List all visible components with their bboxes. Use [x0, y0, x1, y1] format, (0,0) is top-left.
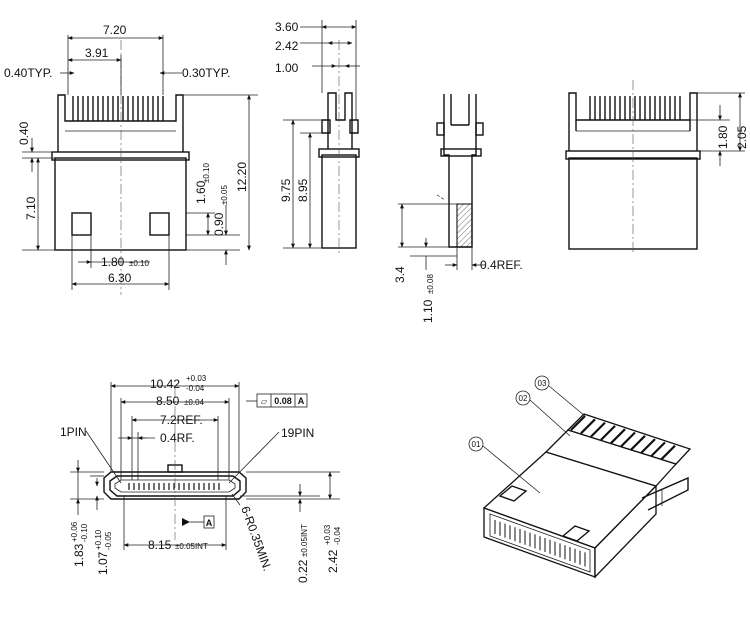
- label-19pin: 19PIN: [281, 426, 314, 440]
- front-tongue: [57, 94, 184, 152]
- dim-detail-h2-tol: ±0.08: [426, 273, 435, 294]
- label-1pin: 1PIN: [60, 425, 87, 439]
- dim-end-h-left2-tol-dn: -0.05: [104, 531, 113, 550]
- callout-1: [468, 436, 484, 452]
- dim-back-h2: 2.05: [735, 125, 749, 149]
- iso-back-pins: [570, 415, 676, 461]
- dim-height-left: 7.10: [24, 196, 38, 220]
- flatness-symbol: ⏥: [261, 397, 268, 406]
- dim-side-d1: 3.60: [275, 20, 299, 34]
- dim-end-h-right2: 2.42: [326, 549, 340, 573]
- dim-height-right-sub-tol: ±0.05: [220, 184, 229, 205]
- dim-detail-ref: 0.4REF.: [480, 258, 523, 272]
- dim-end-h-left2: 1.07: [96, 551, 110, 575]
- dim-end-h-right1: 0.22: [296, 559, 310, 583]
- callout-3: [534, 375, 550, 391]
- back-view: 1.80 2.05: [565, 80, 749, 255]
- dim-pin-pitch-right: 0.30TYP.: [182, 66, 230, 80]
- callout-1-text: 01: [472, 440, 481, 449]
- callout-3-text: 03: [538, 379, 547, 388]
- dim-end-w2: 8.50: [156, 394, 180, 408]
- dim-end-w1-tol-dn: -0.04: [186, 384, 205, 393]
- dim-end-h-left2-tol-up: +0.10: [94, 529, 103, 550]
- side-view: 3.60 2.42 1.00 9.75 8.95: [275, 20, 360, 255]
- end-view: 10.42 +0.03 -0.04 8.50 ±0.04 ⏥ 0.08 A 7.…: [60, 374, 342, 583]
- dim-height-right-sub: 0.90: [212, 212, 226, 236]
- flatness-value: 0.08: [274, 396, 292, 406]
- dim-end-h-right2-tol-dn: -0.04: [333, 526, 342, 545]
- dim-end-w-bottom: 8.15: [148, 538, 172, 552]
- dim-end-h-left1-tol-dn: -0.10: [80, 523, 89, 542]
- dim-pin-pitch-left: 0.40TYP.: [4, 66, 52, 80]
- dim-end-w-bottom-tol: ±0.05INT: [175, 542, 208, 551]
- dim-detail-h2: 1.10: [421, 299, 435, 323]
- iso-right-face: [594, 484, 657, 579]
- dim-end-w2-tol: ±0.04: [184, 398, 205, 407]
- dim-side-h1: 9.75: [279, 178, 293, 202]
- back-pins: [589, 96, 681, 120]
- front-pad-left: [71, 212, 92, 236]
- front-view: 7.20 3.91 0.40TYP. 0.30TYP. 0.40 7.10 1.…: [4, 23, 258, 295]
- dim-width-total: 7.20: [103, 23, 127, 37]
- front-lip: [51, 151, 190, 161]
- radius-note: 6-R0.35MIN.: [238, 504, 274, 573]
- dim-end-w1: 10.42: [150, 377, 180, 391]
- dim-end-w1-tol-up: +0.03: [186, 374, 207, 383]
- dim-height-top: 0.40: [17, 121, 31, 145]
- dim-width-bottom-mid-tol: ±0.10: [129, 259, 150, 268]
- front-body: [54, 157, 187, 251]
- dim-side-d2: 2.42: [275, 39, 299, 53]
- dim-side-d3: 1.00: [275, 61, 299, 75]
- end-pins: [128, 483, 220, 490]
- dim-height-right-main: 1.60: [194, 180, 208, 204]
- dim-back-h1: 1.80: [716, 125, 730, 149]
- dim-end-h-left1: 1.83: [72, 543, 86, 567]
- dim-end-h-right1-tol: ±0.05INT: [300, 524, 309, 557]
- datum-a: A: [206, 518, 213, 528]
- iso-front-pins: [494, 520, 586, 567]
- front-pad-right: [149, 212, 170, 236]
- detail-view: 3.4 1.10 ±0.08 0.4REF.: [393, 94, 523, 323]
- dim-detail-h1: 3.4: [393, 266, 407, 283]
- dim-width-bottom: 6.30: [108, 271, 132, 285]
- dim-width-mid: 3.91: [85, 46, 109, 60]
- dim-end-h-right2-tol-up: +0.03: [323, 524, 332, 545]
- callout-2: [515, 390, 531, 406]
- dim-end-w4: 0.4RF.: [160, 431, 195, 445]
- dim-side-h2: 8.95: [296, 178, 310, 202]
- flatness-datum: A: [298, 396, 305, 406]
- iso-view: 01 02 03: [468, 375, 692, 579]
- callout-2-text: 02: [519, 394, 528, 403]
- dim-height-total: 12.20: [235, 162, 249, 192]
- front-pins: [72, 96, 164, 121]
- dim-width-bottom-mid: 1.80: [101, 255, 125, 269]
- dim-height-right-main-tol: ±0.10: [202, 162, 211, 183]
- dim-end-w3: 7.2REF.: [160, 413, 203, 427]
- dim-end-h-left1-tol-up: +0.06: [70, 521, 79, 542]
